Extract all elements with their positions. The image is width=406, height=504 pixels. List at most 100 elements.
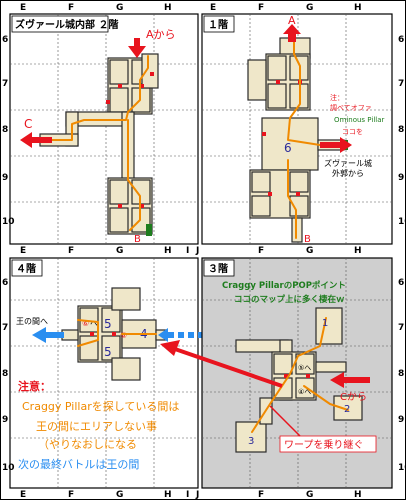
panel-title: ズヴァール城内部 ２階: [15, 18, 118, 31]
warp-to: ⑤へ: [298, 364, 311, 372]
col-label: G: [306, 3, 313, 13]
room-1: [315, 307, 343, 345]
label-from-a: Aから: [146, 28, 176, 41]
col-label: H: [354, 490, 362, 500]
col-label: F: [68, 3, 74, 13]
panel-floor-1: １階 6 A 注： 調べてオファ Ominous Pillar コ: [201, 13, 393, 245]
col-label: H: [354, 3, 362, 13]
col-label: F: [258, 246, 264, 256]
room-2: [333, 395, 363, 421]
row-label: 7: [398, 79, 404, 89]
arrow-left-icon: [320, 137, 352, 153]
row-label: 7: [2, 323, 8, 333]
label-c: C: [24, 117, 32, 131]
row-label: 8: [398, 125, 404, 135]
warp-marker: ⑥: [82, 319, 89, 328]
col-label: H: [164, 246, 172, 256]
row-label: 9: [398, 173, 404, 183]
row-labels-right: 6 7 8 9 10 6 7 8 9 10: [398, 35, 406, 473]
route: [251, 317, 327, 433]
route: [77, 319, 157, 347]
col-label: E: [20, 490, 26, 500]
from-c: Cから: [340, 391, 367, 403]
notes-line: Craggy Pillarを探している間は: [22, 400, 179, 413]
column-labels-mid: E F G H I J F G H: [20, 246, 362, 256]
panel-title: ４階: [16, 262, 36, 275]
col-label: H: [354, 246, 362, 256]
row-label: 10: [2, 217, 15, 227]
warp-to: ④へ: [298, 388, 311, 396]
warp-to: へ: [90, 319, 98, 328]
column-labels-bottom: E F G H I J F G H: [20, 490, 362, 500]
row-label: 6: [398, 278, 404, 288]
col-label: F: [258, 3, 264, 13]
pop-title: Craggy PillarのPOPポイント: [222, 280, 346, 291]
note-line: 調べてオファ: [330, 103, 372, 112]
notes-line: （やりなおしになる: [38, 438, 137, 451]
row-label: 9: [2, 415, 8, 425]
col-label: I: [186, 490, 189, 500]
col-label: E: [20, 3, 26, 13]
col-label: G: [116, 3, 123, 13]
column-labels-top: E F G H E F G H: [20, 3, 362, 13]
col-label: E: [210, 3, 216, 13]
row-label: 6: [398, 35, 404, 45]
col-label: H: [164, 490, 172, 500]
col-label: G: [306, 246, 313, 256]
col-label: J: [195, 490, 199, 500]
exit-label: 王の間へ: [16, 317, 48, 326]
col-label: F: [258, 490, 264, 500]
notes-line: 次の最終バトルは王の間: [18, 457, 139, 471]
arrow-left-icon: [20, 132, 52, 148]
col-label: F: [68, 490, 74, 500]
here-label: ココを: [342, 128, 363, 136]
note-prefix: 注：: [330, 93, 344, 102]
row-label: 10: [398, 463, 406, 473]
panel-frame: [9, 257, 199, 489]
room-number: 2: [344, 404, 350, 415]
panel-frame: [201, 13, 393, 245]
row-label: 9: [398, 415, 404, 425]
warp-marker: ⑥: [120, 331, 127, 340]
col-label: E: [20, 246, 26, 256]
arrow-left-icon: [32, 327, 64, 343]
label-a: A: [288, 14, 296, 27]
pillar-label: Ominous Pillar: [334, 116, 384, 124]
row-label: 8: [2, 125, 8, 135]
warp-arrow-icon: [160, 340, 301, 437]
row-label: 6: [2, 278, 8, 288]
row-label: 10: [398, 217, 406, 227]
panel-title: ３階: [208, 262, 228, 275]
room-number: 1: [322, 318, 328, 329]
panel-frame: [9, 13, 199, 245]
panel-floor-3: ３階 1 2 3 ⑤へ ④へ Craggy PillarのPOPポイント ココの…: [201, 257, 393, 489]
row-label: 10: [2, 463, 15, 473]
col-label: G: [116, 246, 123, 256]
entrance-label: ズヴァール城: [324, 158, 372, 168]
panel-title: １階: [208, 18, 228, 31]
row-labels-left: 6 7 8 9 10 6 7 8 9 10: [2, 35, 15, 473]
row-label: 7: [2, 79, 8, 89]
notes-block: 注意： Craggy Pillarを探している間は 王の間にエリアしない事 （や…: [18, 379, 179, 471]
row-label: 9: [2, 173, 8, 183]
room-number: 6: [284, 141, 292, 155]
col-label: F: [68, 246, 74, 256]
row-label: 8: [398, 369, 404, 379]
warp-label: ワープを乗り継ぐ: [284, 438, 363, 451]
col-label: J: [195, 246, 199, 256]
arrow-down-icon: [128, 38, 146, 58]
route: [287, 39, 345, 146]
col-label: H: [164, 3, 172, 13]
col-label: G: [306, 490, 313, 500]
route: [287, 159, 297, 239]
arrow-up-icon: [283, 24, 301, 42]
room-number: 3: [248, 436, 254, 447]
room-number: 5: [104, 345, 112, 359]
col-label: I: [186, 246, 189, 256]
row-label: 6: [2, 35, 8, 45]
arrow-left-icon: [330, 372, 370, 388]
room-number: 5: [104, 317, 112, 331]
notes-line: 王の間にエリアしない事: [36, 420, 157, 433]
